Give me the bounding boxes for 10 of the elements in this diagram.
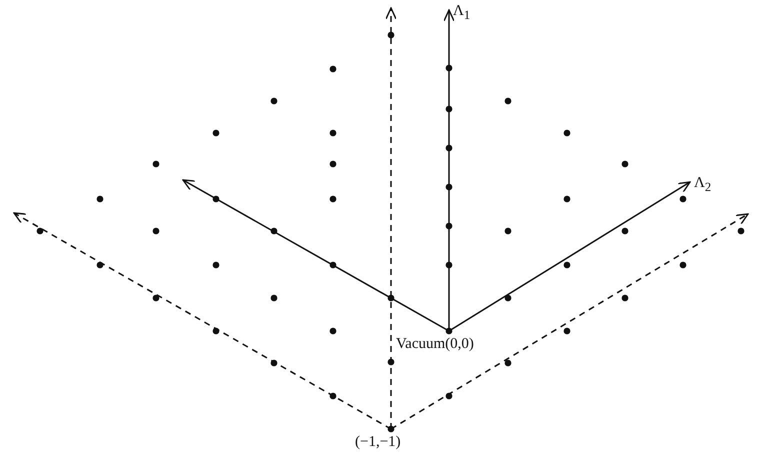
dashed-arrow — [13, 212, 392, 430]
vertex-label: Vacuum(0,0) — [396, 335, 474, 353]
dashed-arrow — [385, 7, 397, 429]
arrow — [448, 181, 691, 332]
dashed-arrow — [390, 213, 749, 430]
arrow — [182, 179, 450, 332]
weight-label: Λ$_{1}$ — [453, 2, 470, 24]
vertex-label: (−1,−1) — [355, 433, 401, 451]
weight-label: Λ$_{2}$ — [694, 174, 712, 196]
arrow — [443, 9, 455, 331]
